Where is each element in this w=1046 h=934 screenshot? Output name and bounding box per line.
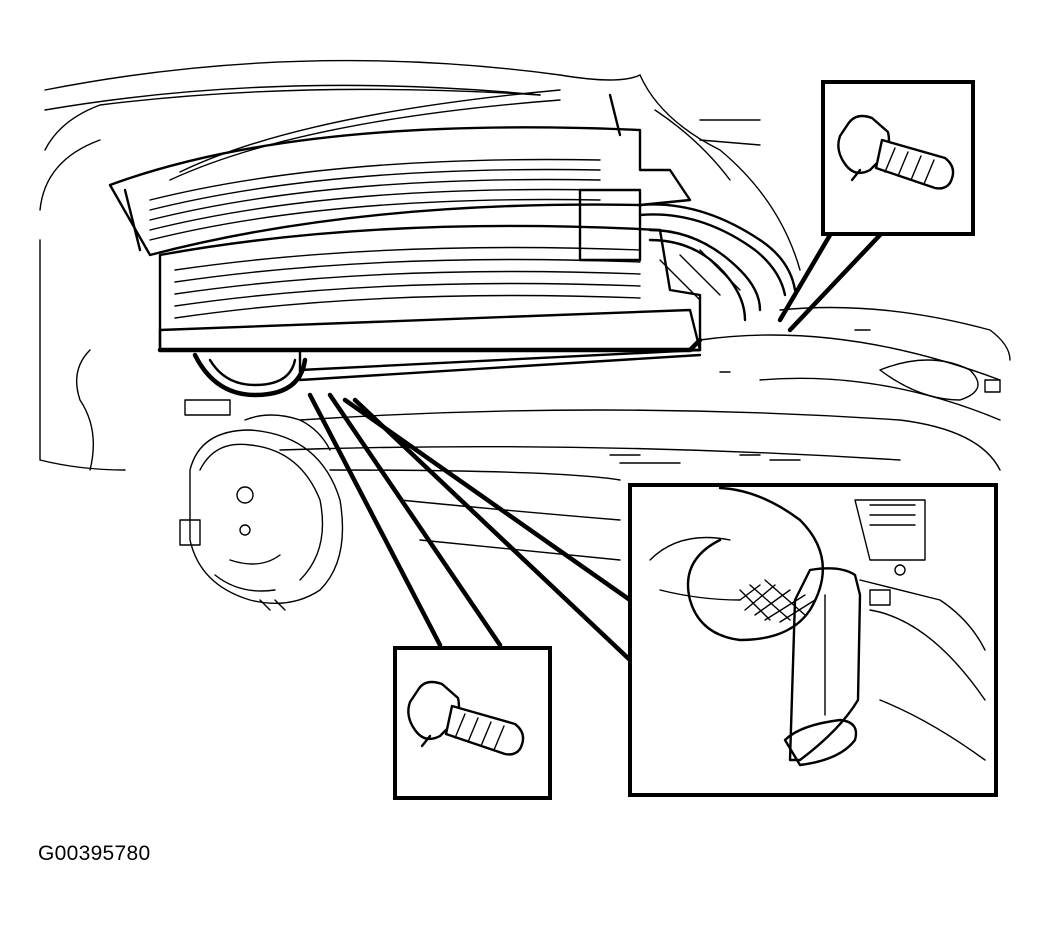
callout-leader-lines	[307, 232, 883, 663]
condenser-lower	[157, 224, 703, 382]
bolt-icon-lower	[407, 680, 525, 756]
lower-hose	[192, 352, 308, 398]
bolt-inset-upper	[821, 80, 975, 236]
detail-view-drain-hose	[649, 486, 986, 767]
condenser-upper	[108, 89, 692, 257]
motor-assembly	[179, 399, 344, 611]
vehicle-body-outline	[39, 59, 1011, 561]
refrigerant-lines	[578, 188, 797, 322]
detail-inset	[628, 483, 998, 797]
bolt-icon-upper	[837, 114, 955, 190]
bolt-inset-lower	[393, 646, 552, 800]
figure-code: G00395780	[38, 842, 151, 865]
